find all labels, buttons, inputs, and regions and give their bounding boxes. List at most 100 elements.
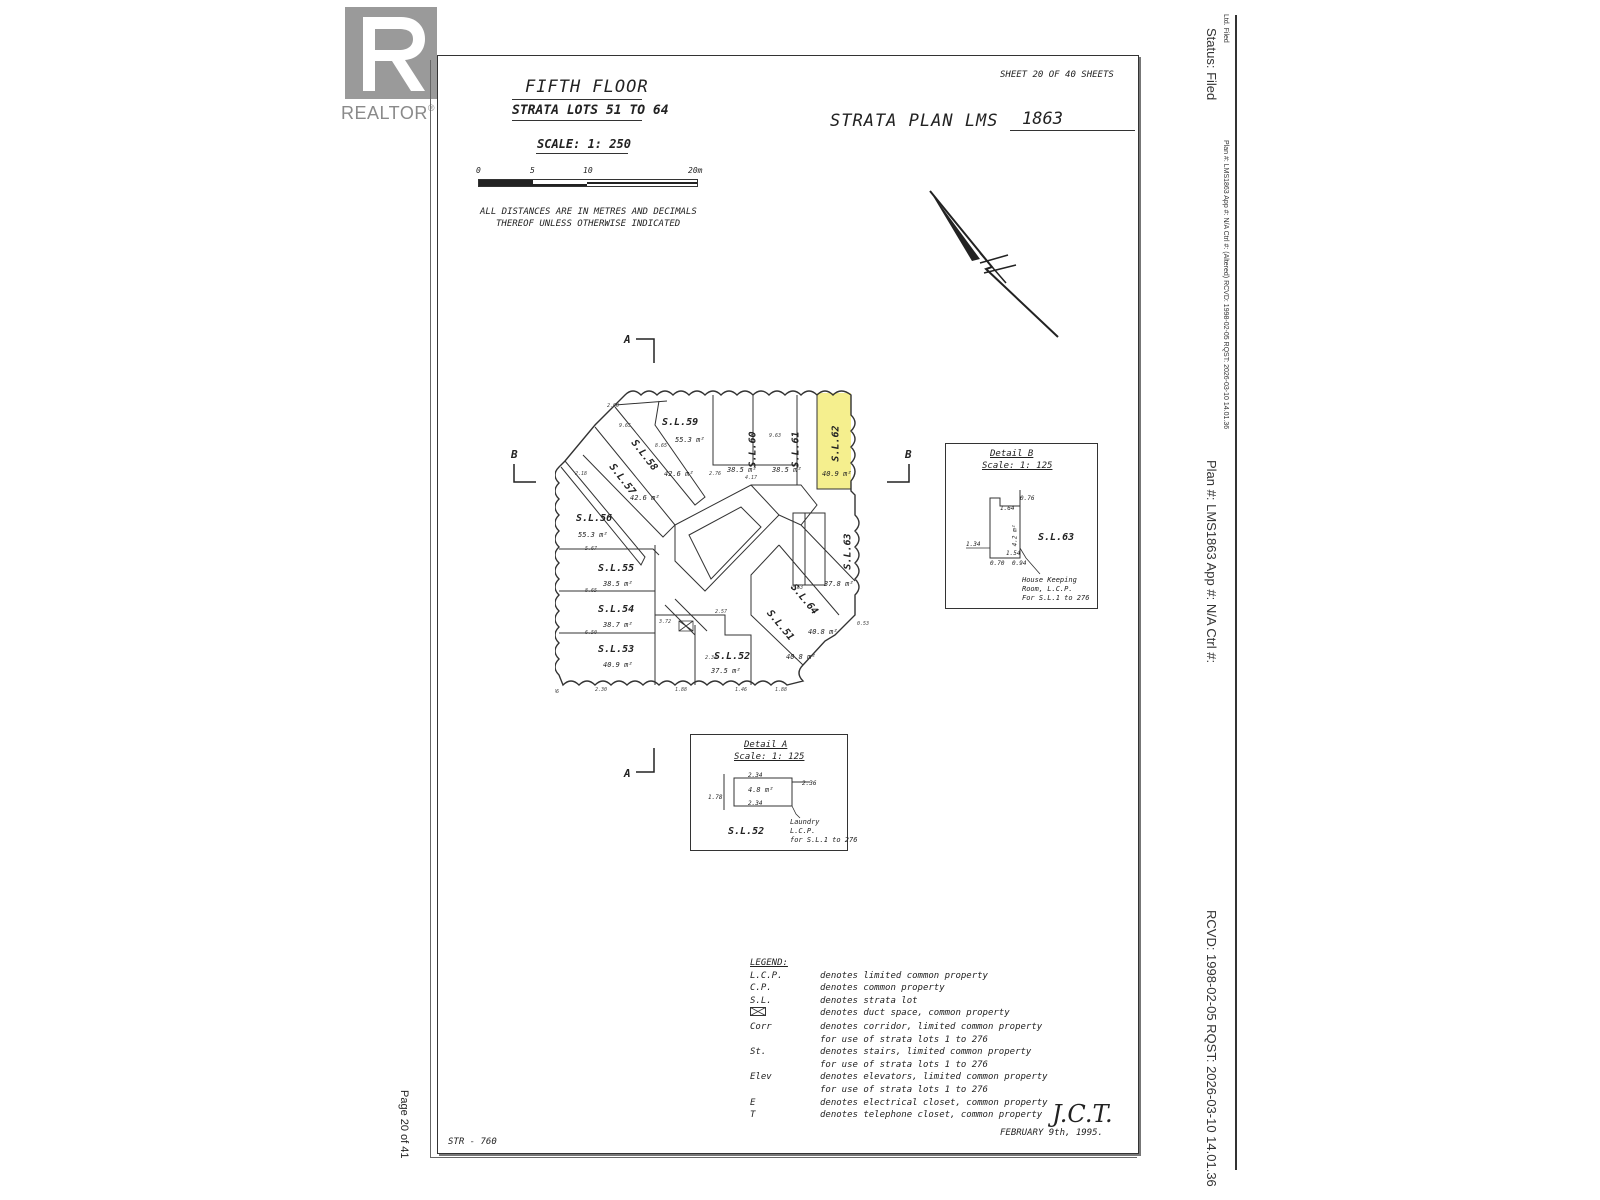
- legend-desc: for use of strata lots 1 to 276: [820, 1084, 988, 1095]
- lot-area-55: 38.5 m²: [603, 580, 633, 588]
- lots-subtitle: STRATA LOTS 51 TO 64: [512, 103, 669, 118]
- section-b-left: B: [511, 448, 518, 461]
- lot-area-58: 42.6 m²: [664, 470, 694, 478]
- detail-b-title: Detail B: [990, 449, 1034, 459]
- legend-row: denotes duct space, common property: [750, 1007, 1048, 1021]
- legend-desc: denotes telephone closet, common propert…: [820, 1110, 1043, 1121]
- detail-b-note-line: House Keeping: [1022, 576, 1077, 584]
- svg-text:8.65: 8.65: [655, 443, 667, 449]
- lot-label-55: S.L.55: [598, 563, 635, 574]
- plan-date: FEBRUARY 9th, 1995.: [1000, 1128, 1103, 1138]
- legend: LEGEND: L.C.P.denotes limited common pro…: [750, 957, 1048, 1122]
- plan-sheet: [437, 55, 1139, 1154]
- legend-row: for use of strata lots 1 to 276: [750, 1034, 1048, 1047]
- legend-key: [750, 1007, 820, 1021]
- legend-key: [750, 1084, 820, 1097]
- lot-area-53: 40.9 m²: [603, 661, 633, 669]
- legend-desc: denotes electrical closet, common proper…: [820, 1097, 1048, 1108]
- legend-row: L.C.P.denotes limited common property: [750, 970, 1048, 983]
- detail-a-dim: 1.78: [708, 794, 723, 801]
- detail-b-dim: 1.34: [966, 541, 981, 548]
- svg-text:3.72: 3.72: [658, 619, 671, 625]
- floor-title: FIFTH FLOOR: [525, 77, 649, 97]
- section-b-left-marker: [513, 464, 536, 483]
- status-text: Status: Filed: [1204, 28, 1219, 101]
- legend-key: C.P.: [750, 983, 772, 994]
- lot-label-54: S.L.54: [598, 604, 635, 615]
- status-small: Ltd. Filed: [1222, 14, 1229, 43]
- legend-key: E: [750, 1097, 756, 1108]
- detail-a-dim: 2.34: [748, 800, 763, 807]
- scale-tick-5: 5: [530, 166, 535, 175]
- legend-desc: denotes corridor, limited common propert…: [820, 1021, 1043, 1032]
- legend-key: T: [750, 1110, 756, 1121]
- detail-b-dim: 0.70: [990, 560, 1005, 567]
- legend-desc: denotes elevators, limited common proper…: [820, 1072, 1048, 1083]
- svg-text:9.65: 9.65: [619, 423, 631, 429]
- svg-text:8.65: 8.65: [585, 588, 597, 594]
- lot-label-62: S.L.62: [830, 425, 842, 462]
- detail-a-note-line: L.C.P.: [790, 827, 816, 835]
- detail-b-note-line: Room, L.C.P.: [1022, 585, 1073, 593]
- svg-text:1.88: 1.88: [775, 687, 787, 693]
- legend-row: Corr denotes corridor, limited common pro…: [750, 1021, 1048, 1034]
- legend-heading: LEGEND:: [750, 958, 788, 968]
- svg-text:2.30: 2.30: [595, 687, 607, 693]
- svg-text:2.57: 2.57: [715, 609, 727, 615]
- svg-text:2.76: 2.76: [709, 471, 721, 477]
- lot-area-51: 40.8 m²: [786, 653, 816, 661]
- section-b-right-marker: [887, 464, 910, 483]
- lot-area-60: 38.5 m²: [727, 466, 757, 474]
- plan-small-text: Plan #: LMS1863 App #: N/A Ctrl #: (Alte…: [1222, 140, 1229, 430]
- legend-row: for use of strata lots 1 to 276: [750, 1059, 1048, 1072]
- lot-area-63: 37.8 m²: [824, 580, 854, 588]
- scale-tick-10: 10: [583, 166, 593, 175]
- detail-b-box: [945, 443, 1098, 609]
- lot-label-61: S.L.61: [790, 431, 802, 468]
- units-note-line: ALL DISTANCES ARE IN METRES AND DECIMALS: [480, 207, 697, 217]
- svg-text:2.18: 2.18: [575, 471, 587, 477]
- scale-bar: [478, 179, 698, 187]
- lot-area-64: 40.8 m²: [808, 628, 838, 636]
- scale-underline: [536, 153, 628, 154]
- section-a-bottom-marker: [636, 748, 655, 773]
- section-a-top: A: [624, 333, 631, 346]
- svg-text:6.50: 6.50: [585, 630, 597, 636]
- lot-label-59: S.L.59: [662, 417, 699, 428]
- detail-b-dim: 0.76: [1020, 495, 1035, 502]
- sheet-number: SHEET 20 OF 40 SHEETS: [1000, 70, 1114, 80]
- lot-area-54: 38.7 m²: [603, 621, 633, 629]
- detail-a-scale: Scale: 1: 125: [734, 752, 805, 762]
- units-note-line: THEREOF UNLESS OTHERWISE INDICATED: [496, 219, 681, 229]
- rcvd-text: RCVD: 1998-02-05 RQST: 2026-03-10 14.01.…: [1204, 910, 1219, 1187]
- legend-key: [750, 1034, 820, 1047]
- legend-key: [750, 1059, 820, 1072]
- lot-label-56: S.L.56: [576, 513, 613, 524]
- legend-desc: denotes stairs, limited common property: [820, 1047, 1032, 1058]
- lots-underline: [512, 120, 642, 121]
- detail-b-note-line: For S.L.1 to 276: [1022, 594, 1090, 602]
- section-a-bottom: A: [624, 767, 631, 780]
- svg-text:5.67: 5.67: [585, 546, 597, 552]
- str-code: STR - 760: [448, 1137, 497, 1147]
- realtor-r-icon: [345, 7, 437, 99]
- plan-text: Plan #: LMS1863 App #: N/A Ctrl #:: [1204, 460, 1219, 664]
- detail-a-drawing: [723, 774, 810, 819]
- lot-label-60: S.L.60: [747, 431, 759, 468]
- legend-desc: denotes strata lot: [820, 995, 918, 1006]
- detail-b-dim: 1.54: [1006, 550, 1021, 557]
- legend-desc: denotes common property: [820, 983, 945, 994]
- plan-number-underline: [1010, 130, 1135, 131]
- detail-b-drawing: [966, 490, 1041, 575]
- legend-row: C.P. denotes common property: [750, 982, 1048, 995]
- legend-key: Corr: [750, 1021, 772, 1032]
- detail-a-box: [690, 734, 848, 851]
- detail-b-area: 4.2 m²: [1011, 524, 1019, 547]
- detail-a-dim: 2.36: [802, 780, 817, 787]
- units-note: ALL DISTANCES ARE IN METRES AND DECIMALS…: [480, 206, 697, 230]
- logo-wordmark: REALTOR: [341, 103, 428, 123]
- legend-desc: denotes limited common property: [820, 970, 988, 981]
